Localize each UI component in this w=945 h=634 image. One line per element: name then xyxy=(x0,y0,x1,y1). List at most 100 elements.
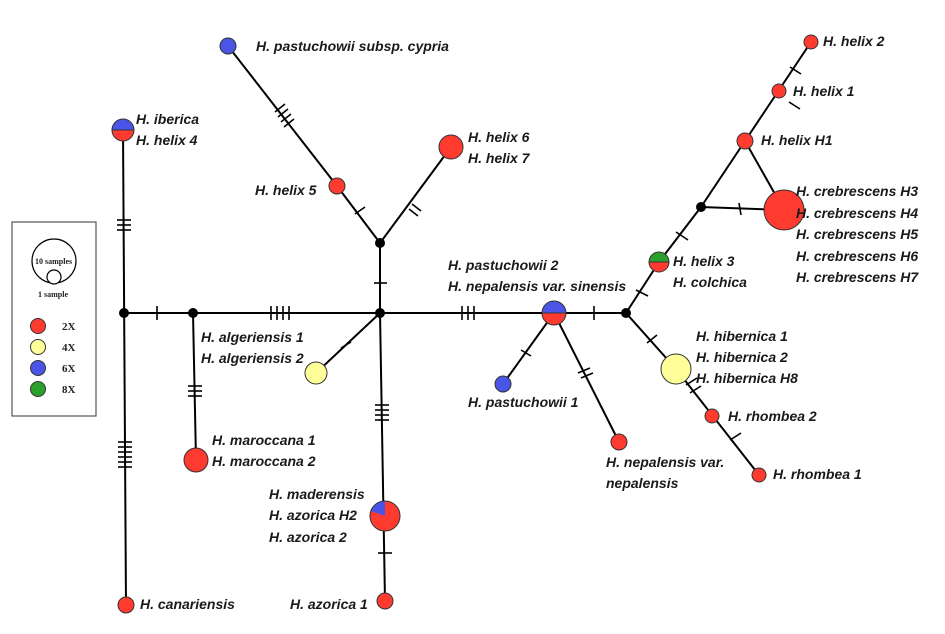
tick xyxy=(675,231,689,241)
legend-size-small xyxy=(46,269,62,285)
node-algeriensis2 xyxy=(304,361,328,385)
tick xyxy=(280,113,292,123)
tick xyxy=(354,206,366,215)
label-helix1: H. helix 1 xyxy=(793,83,855,99)
edge-cypria xyxy=(227,45,338,187)
legend-4x-label: 4X xyxy=(62,342,76,354)
median-vectors xyxy=(119,202,706,318)
tick xyxy=(277,108,289,118)
node-pastuchowii-cypria xyxy=(219,37,237,55)
label-maderensis: H. maderensis xyxy=(269,486,365,502)
median-vector xyxy=(375,238,385,248)
legend-8x-swatch xyxy=(30,381,46,397)
edges xyxy=(122,41,812,606)
label-helix6: H. helix 6 xyxy=(468,129,530,145)
edge-nepalensis xyxy=(553,312,620,443)
legend-size-large-label: 10 samples xyxy=(35,257,72,266)
node-maderensis-azorica xyxy=(369,500,401,532)
label-nepalensis-nepalensis-2: nepalensis xyxy=(606,475,679,491)
label-rhombea2: H. rhombea 2 xyxy=(728,408,817,424)
tick xyxy=(729,432,742,441)
node-helix4-half xyxy=(112,130,134,141)
legend-size-small-label: 1 sample xyxy=(38,290,68,299)
node-sinensis-half xyxy=(542,313,566,325)
node-rhombea2 xyxy=(704,408,720,424)
label-helix4: H. helix 4 xyxy=(136,132,198,148)
legend-6x-swatch xyxy=(30,360,46,376)
node-rhombea1 xyxy=(751,467,767,483)
label-nepalensis-sinensis: H. nepalensis var. sinensis xyxy=(448,278,626,294)
median-vector xyxy=(119,308,129,318)
label-iberica: H. iberica xyxy=(136,111,199,127)
label-helix7: H. helix 7 xyxy=(468,150,531,166)
label-crebrescens-h5: H. crebrescens H5 xyxy=(796,226,918,242)
node-azorica1 xyxy=(376,592,394,610)
label-colchica: H. colchica xyxy=(673,274,747,290)
label-hibernica1: H. hibernica 1 xyxy=(696,328,788,344)
tick xyxy=(577,367,591,374)
node-iberica-helix4 xyxy=(111,118,135,142)
edge-junction-helixH1 xyxy=(700,140,746,208)
tick xyxy=(685,377,698,386)
node-helix3-colchica xyxy=(648,251,670,273)
edge-rhombea xyxy=(675,368,760,476)
tick xyxy=(580,372,594,379)
tick xyxy=(789,66,802,75)
edge-iberica-canariensis xyxy=(122,129,127,606)
label-crebrescens-h3: H. crebrescens H3 xyxy=(796,183,918,199)
node-labels: H. pastuchowii subsp. cypria H. iberica … xyxy=(136,33,919,612)
label-crebrescens-h6: H. crebrescens H6 xyxy=(796,248,918,264)
tick xyxy=(738,202,742,216)
label-maroccana2: H. maroccana 2 xyxy=(212,453,316,469)
edge-helix5 xyxy=(336,185,381,244)
haplotype-nodes xyxy=(111,34,819,614)
node-canariensis xyxy=(117,596,135,614)
label-azorica2: H. azorica 2 xyxy=(269,529,347,545)
median-vector xyxy=(696,202,706,212)
node-iberica-half xyxy=(112,119,134,130)
legend-2x-swatch xyxy=(30,318,46,334)
node-helixH1 xyxy=(736,132,754,150)
node-hibernica xyxy=(660,353,692,385)
median-vector xyxy=(621,308,631,318)
node-helix5 xyxy=(328,177,346,195)
label-pastuchowii1: H. pastuchowii 1 xyxy=(468,394,579,410)
label-helix5: H. helix 5 xyxy=(255,182,317,198)
legend-4x-swatch xyxy=(30,339,46,355)
label-rhombea1: H. rhombea 1 xyxy=(773,466,862,482)
node-helix6-7 xyxy=(438,134,464,160)
tick xyxy=(646,334,658,344)
label-maroccana1: H. maroccana 1 xyxy=(212,432,316,448)
median-vector xyxy=(375,308,385,318)
node-helix1 xyxy=(771,83,787,99)
label-helix2: H. helix 2 xyxy=(823,33,885,49)
tick xyxy=(635,289,649,297)
label-hibernica2: H. hibernica 2 xyxy=(696,349,788,365)
node-crebrescens xyxy=(763,189,805,231)
label-helix3: H. helix 3 xyxy=(673,253,735,269)
label-canariensis: H. canariensis xyxy=(140,596,235,612)
node-maderensis-part xyxy=(371,501,385,516)
label-hibernicaH8: H. hibernica H8 xyxy=(696,370,798,386)
edge-pastuchowii1 xyxy=(502,312,555,385)
label-pastuchowii2: H. pastuchowii 2 xyxy=(448,257,559,273)
node-pastuchowii2-half xyxy=(542,301,566,313)
tick xyxy=(274,103,286,113)
label-algeriensis2: H. algeriensis 2 xyxy=(201,350,304,366)
node-maroccana xyxy=(183,447,209,473)
tick xyxy=(340,341,352,349)
label-helixH1: H. helix H1 xyxy=(761,132,833,148)
label-azorica1: H. azorica 1 xyxy=(290,596,368,612)
node-helix2 xyxy=(803,34,819,50)
tick xyxy=(411,203,422,212)
label-algeriensis1: H. algeriensis 1 xyxy=(201,329,304,345)
node-pastuchowii2-sinensis xyxy=(541,300,567,326)
label-crebrescens-h7: H. crebrescens H7 xyxy=(796,269,919,285)
label-crebrescens-h4: H. crebrescens H4 xyxy=(796,205,918,221)
legend-8x-label: 8X xyxy=(62,384,76,396)
node-pastuchowii1 xyxy=(494,375,512,393)
label-azoricaH2: H. azorica H2 xyxy=(269,507,357,523)
tick xyxy=(408,208,419,217)
median-vector xyxy=(188,308,198,318)
